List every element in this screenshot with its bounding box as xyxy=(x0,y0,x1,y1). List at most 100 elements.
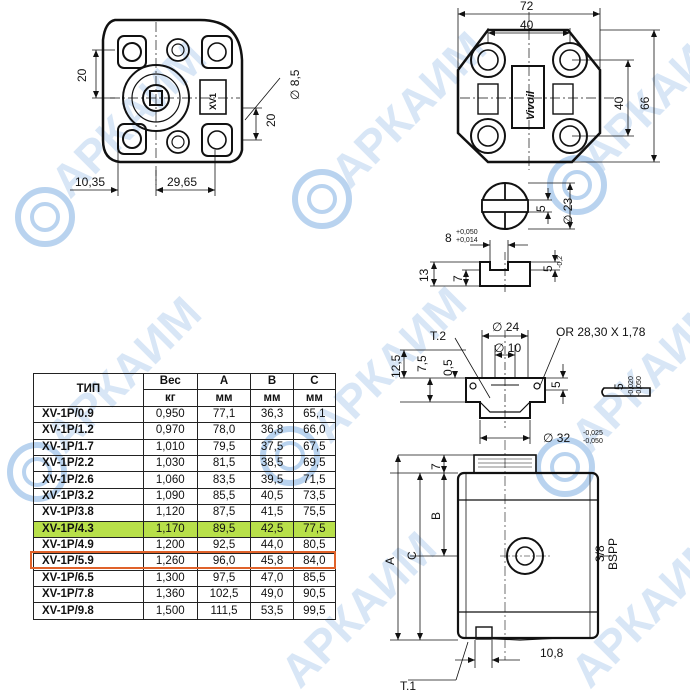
cell-value: 102,5 xyxy=(196,586,252,604)
dim-diameter-23: ∅ 23 xyxy=(561,198,575,225)
watermark-text: АРКАИМ xyxy=(560,521,690,690)
cell-value: 1,360 xyxy=(142,586,198,604)
cell-value: 73,5 xyxy=(292,487,337,506)
dim-b: B xyxy=(429,512,443,520)
column-header-b: B xyxy=(250,372,294,391)
cell-value: 69,5 xyxy=(292,454,337,473)
nameplate-label: XV1 xyxy=(208,93,218,110)
cell-value: 89,5 xyxy=(196,520,252,538)
pump-side-view xyxy=(456,440,600,660)
flange-dim-text: T.2 ∅ 24 ∅ 10 OR 28,30 X 1,78 12,5 7,5 0… xyxy=(389,320,646,445)
cell-type: XV-1P/0.9 xyxy=(33,405,144,424)
dim-29-65: 29,65 xyxy=(167,175,197,189)
dim-40-side: 40 xyxy=(612,96,626,110)
dim-5-key: 5 xyxy=(534,205,548,212)
dim-32-tol-upper: -0,025 xyxy=(583,430,603,437)
cell-value: 49,0 xyxy=(250,586,294,604)
cell-value: 97,5 xyxy=(196,569,252,588)
label-t2: T.2 xyxy=(430,329,446,343)
nameplate-brand: Vivoil xyxy=(525,90,537,120)
dim-66: 66 xyxy=(638,96,652,110)
cell-value: 1,200 xyxy=(142,536,198,555)
dim-c: C xyxy=(405,551,419,560)
column-header-c: C xyxy=(292,372,337,391)
cell-value: 45,8 xyxy=(250,553,294,571)
dim-40-top: 40 xyxy=(520,18,534,32)
rear-view-dimensions xyxy=(457,8,660,163)
cell-value: 84,0 xyxy=(292,553,337,571)
label-t1: T.1 xyxy=(400,679,416,690)
dim-diameter-32: ∅ 32 xyxy=(543,431,570,445)
cell-value: 92,5 xyxy=(196,536,252,555)
cell-value: 36,8 xyxy=(250,422,294,440)
dim-7-side: 7 xyxy=(429,463,443,470)
cell-value: 90,5 xyxy=(292,586,337,604)
column-header-weight: Вес xyxy=(142,372,198,391)
dim-5-tab-tol: -0,2 xyxy=(557,256,564,268)
cell-value: 41,5 xyxy=(250,504,294,522)
dim-72: 72 xyxy=(520,0,534,13)
cell-type: XV-1P/2.6 xyxy=(33,471,144,489)
cell-value: 85,5 xyxy=(292,569,337,588)
cell-value: 65,1 xyxy=(292,405,337,424)
unit-c: мм xyxy=(292,389,337,407)
dim-13: 13 xyxy=(417,268,431,282)
dim-5-key-profile: 5 xyxy=(612,383,626,390)
dim-5-tab: 5 xyxy=(541,265,555,272)
cell-value: 37,5 xyxy=(250,438,294,456)
cell-value: 1,300 xyxy=(142,569,198,588)
cell-value: 1,010 xyxy=(142,438,198,456)
port-size: 3/8 xyxy=(593,545,607,562)
dim-10-35: 10,35 xyxy=(75,175,105,189)
flange-section-view xyxy=(400,330,568,444)
unit-a: мм xyxy=(196,389,252,407)
dim-12-5: 12,5 xyxy=(389,354,403,378)
side-view-dimensions xyxy=(390,454,612,681)
cell-value: 111,5 xyxy=(196,602,252,620)
cell-type: XV-1P/4.3 xyxy=(33,520,144,538)
dim-7-5: 7,5 xyxy=(415,355,429,372)
cell-value: 1,120 xyxy=(142,504,198,522)
cell-value: 42,5 xyxy=(250,520,294,538)
coupling-end-view xyxy=(481,182,575,230)
cell-value: 47,0 xyxy=(250,569,294,588)
dim-5-key-tol-upper: -0,020 xyxy=(628,376,635,396)
cell-value: 36,3 xyxy=(250,405,294,424)
cell-value: 66,0 xyxy=(292,422,337,440)
cell-value: 39,5 xyxy=(250,471,294,489)
cell-value: 87,5 xyxy=(196,504,252,522)
cell-type: XV-1P/4.9 xyxy=(33,536,144,555)
dim-32-tol-lower: -0,050 xyxy=(583,438,603,445)
cell-value: 38,5 xyxy=(250,454,294,473)
dim-diameter-24: ∅ 24 xyxy=(492,320,519,334)
cell-value: 71,5 xyxy=(292,471,337,489)
cell-type: XV-1P/1.7 xyxy=(33,438,144,456)
cell-value: 1,030 xyxy=(142,454,198,473)
dim-20-right: 20 xyxy=(264,113,278,127)
dim-0-5: 0,5 xyxy=(441,359,455,376)
cell-value: 53,5 xyxy=(250,602,294,620)
rear-view-dim-text: 72 40 40 66 xyxy=(520,0,652,110)
coupling-dim-text: 5 ∅ 23 8 +0,050 +0,014 13 7 5 -0,2 xyxy=(417,198,575,282)
dim-diameter-10: ∅ 10 xyxy=(494,341,521,355)
dim-a: A xyxy=(383,557,397,565)
front-view-dimensions xyxy=(70,49,281,196)
cell-value: 77,5 xyxy=(292,520,337,538)
dim-7: 7 xyxy=(451,275,465,282)
dim-10-8: 10,8 xyxy=(540,646,564,660)
cell-value: 83,5 xyxy=(196,471,252,489)
dim-8-tol-upper: +0,050 xyxy=(456,229,478,236)
dim-8-tol-lower: +0,014 xyxy=(456,237,478,244)
dim-5-key-tol-lower: -0,050 xyxy=(636,376,643,396)
cell-value: 67,5 xyxy=(292,438,337,456)
cell-type: XV-1P/3.8 xyxy=(33,504,144,522)
